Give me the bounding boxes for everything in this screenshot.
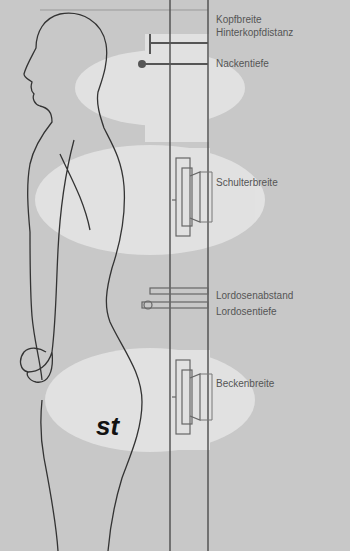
measure-label: Schulterbreite — [216, 177, 278, 189]
label-ticks — [200, 172, 212, 420]
measure-label: Lordosenabstand — [216, 290, 293, 302]
measure-label: Beckenbreite — [216, 378, 274, 390]
human-figure — [24, 13, 142, 551]
lordosis-bars — [142, 288, 208, 309]
pelvis-pads — [172, 360, 200, 434]
rail — [169, 0, 171, 551]
measure-label: Nackentiefe — [216, 58, 269, 70]
measure-zones — [35, 34, 265, 452]
head-marker — [150, 34, 208, 54]
arm — [21, 140, 90, 382]
shoulder-pads — [172, 158, 200, 236]
measure-label: Lordosentiefe — [216, 306, 277, 318]
reference-line — [40, 10, 208, 11]
neck-probe — [138, 60, 208, 68]
rail — [207, 0, 209, 551]
measure-label: Hinterkopfdistanz — [216, 27, 293, 39]
measure-label: Kopfbreite — [216, 14, 262, 26]
title-fragment: st — [96, 412, 119, 440]
